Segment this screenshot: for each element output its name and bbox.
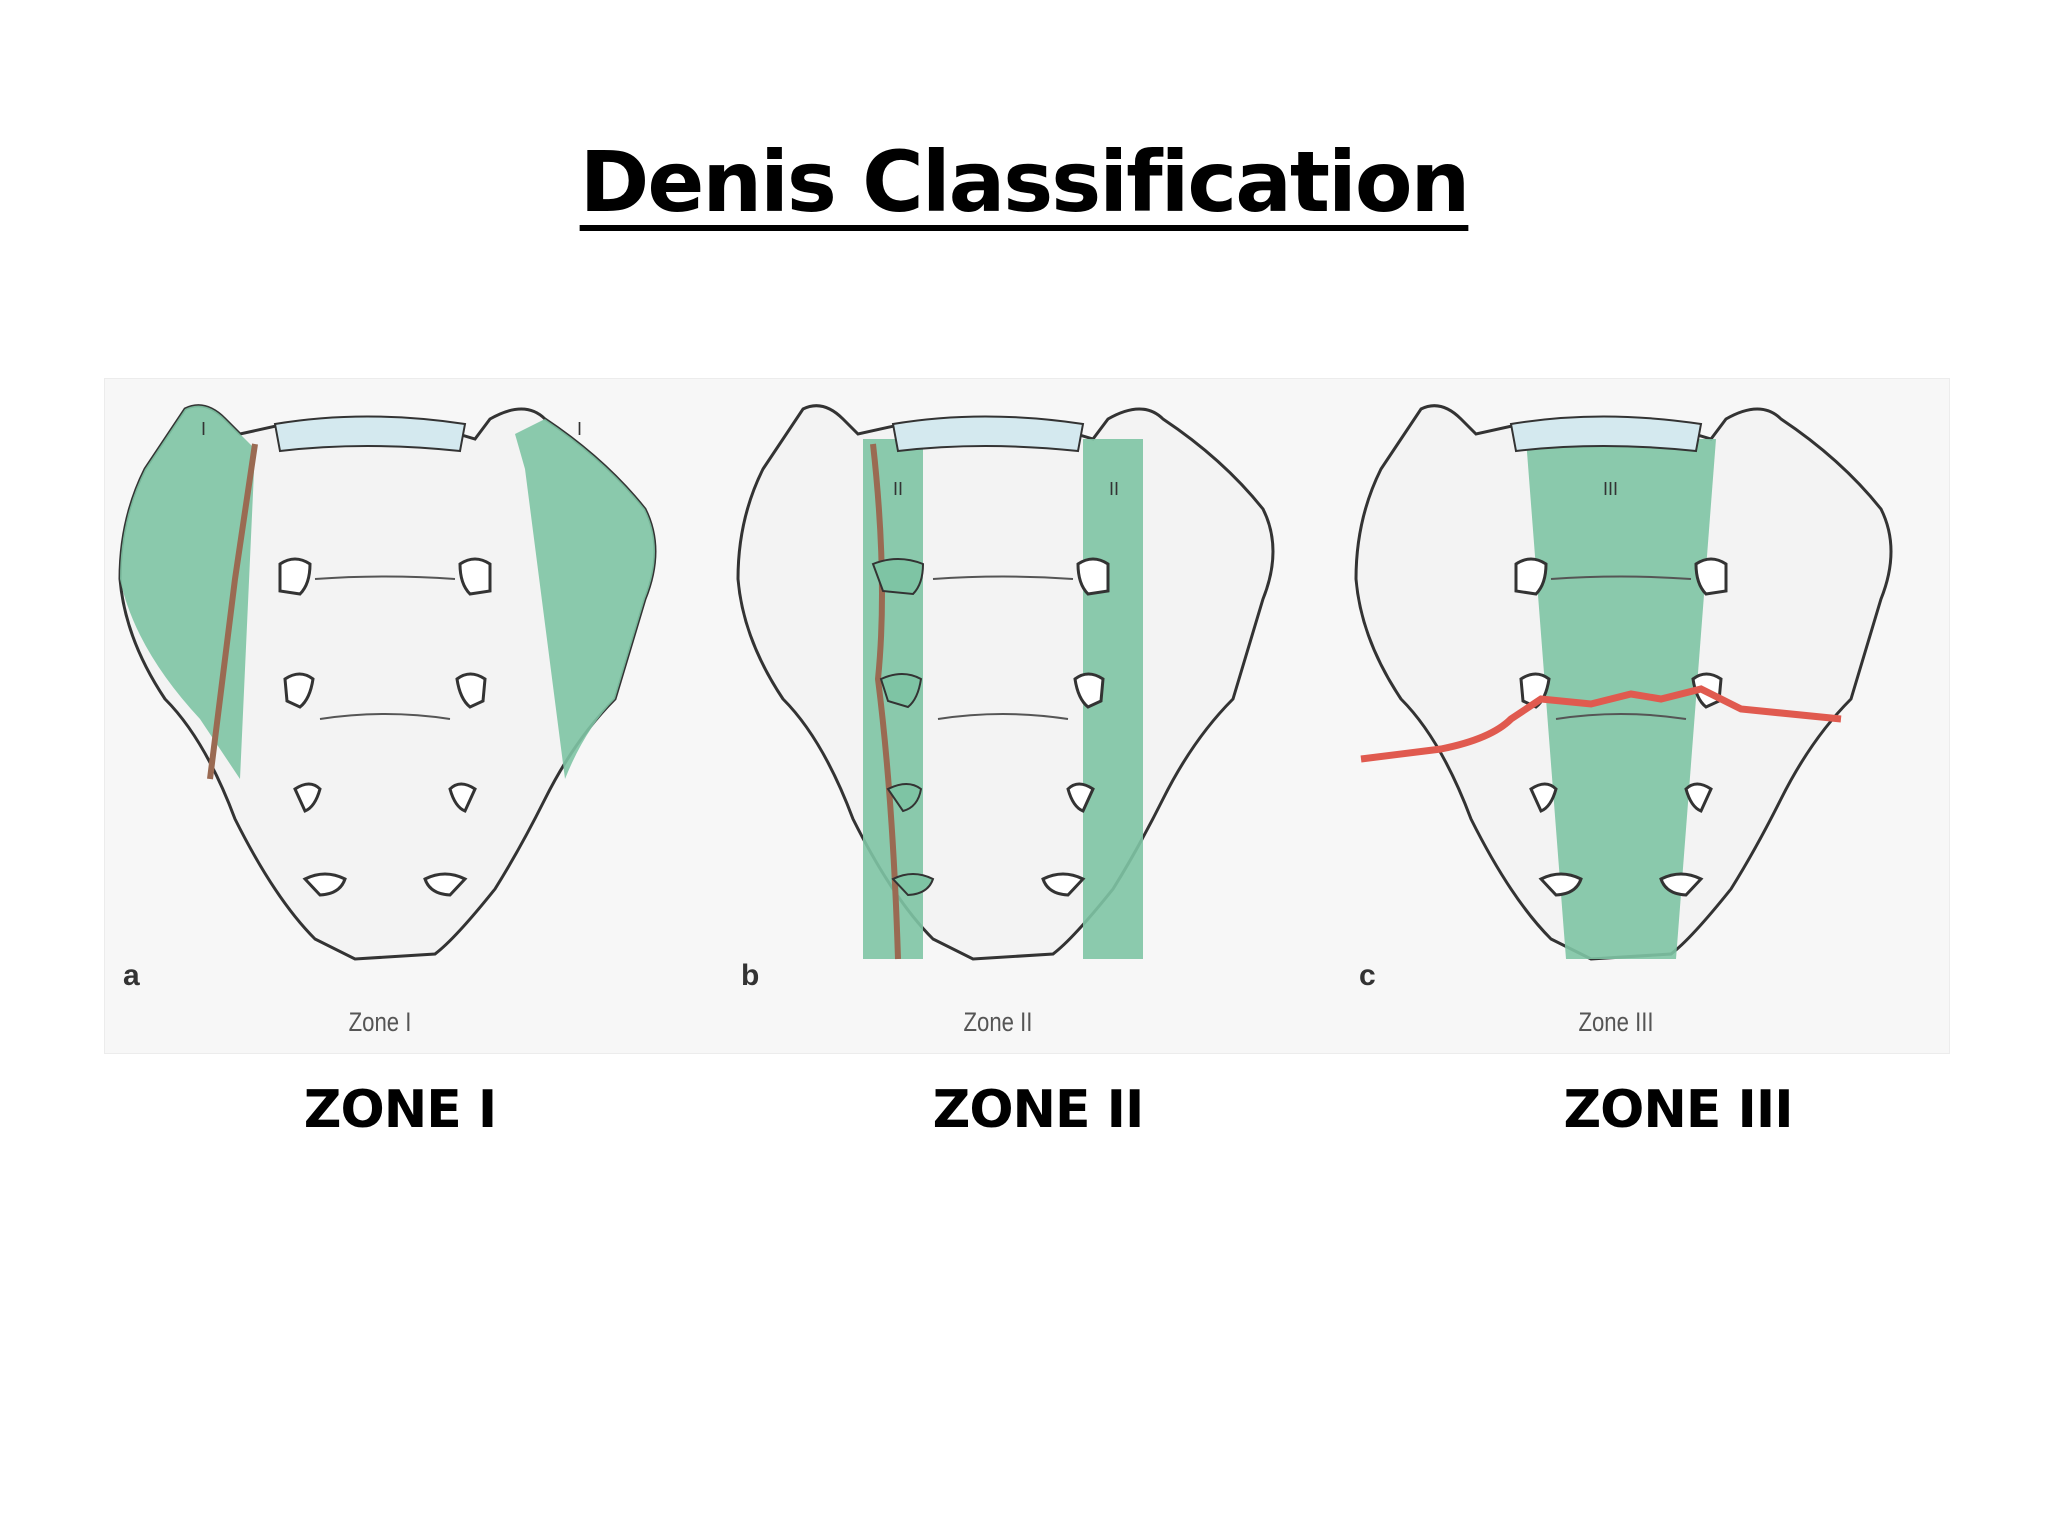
zone-mark-right: II (1109, 479, 1120, 499)
sacrum-zone-1-diagram (118, 404, 657, 961)
zone-mark-left: I (201, 419, 207, 439)
panel-caption: Zone II (963, 1007, 1033, 1037)
zone-mark-left: II (893, 479, 904, 499)
panel-caption: Zone III (1578, 1007, 1654, 1037)
panel-letter: c (1359, 959, 1376, 992)
panel-b: b II II Zone II (723, 379, 1333, 1055)
zone-label-2: ZONE II (932, 1080, 1145, 1140)
panel-letter: a (123, 959, 140, 992)
sacrum-zone-2-diagram (736, 404, 1275, 961)
panel-caption: Zone I (348, 1007, 412, 1037)
panel-letter: b (741, 959, 760, 992)
denis-figure: a I I Zone I b II II Zone II (104, 378, 1950, 1054)
zone-label-3: ZONE III (1563, 1080, 1793, 1140)
panel-a: a I I Zone I (105, 379, 715, 1055)
zone-mark-right: I (577, 419, 583, 439)
page-title: Denis Classification (579, 133, 1471, 231)
zone-mark: III (1603, 479, 1619, 499)
panel-c: c III Zone III (1341, 379, 1951, 1055)
zone-label-1: ZONE I (303, 1080, 497, 1140)
sacrum-zone-3-diagram (1354, 404, 1893, 961)
